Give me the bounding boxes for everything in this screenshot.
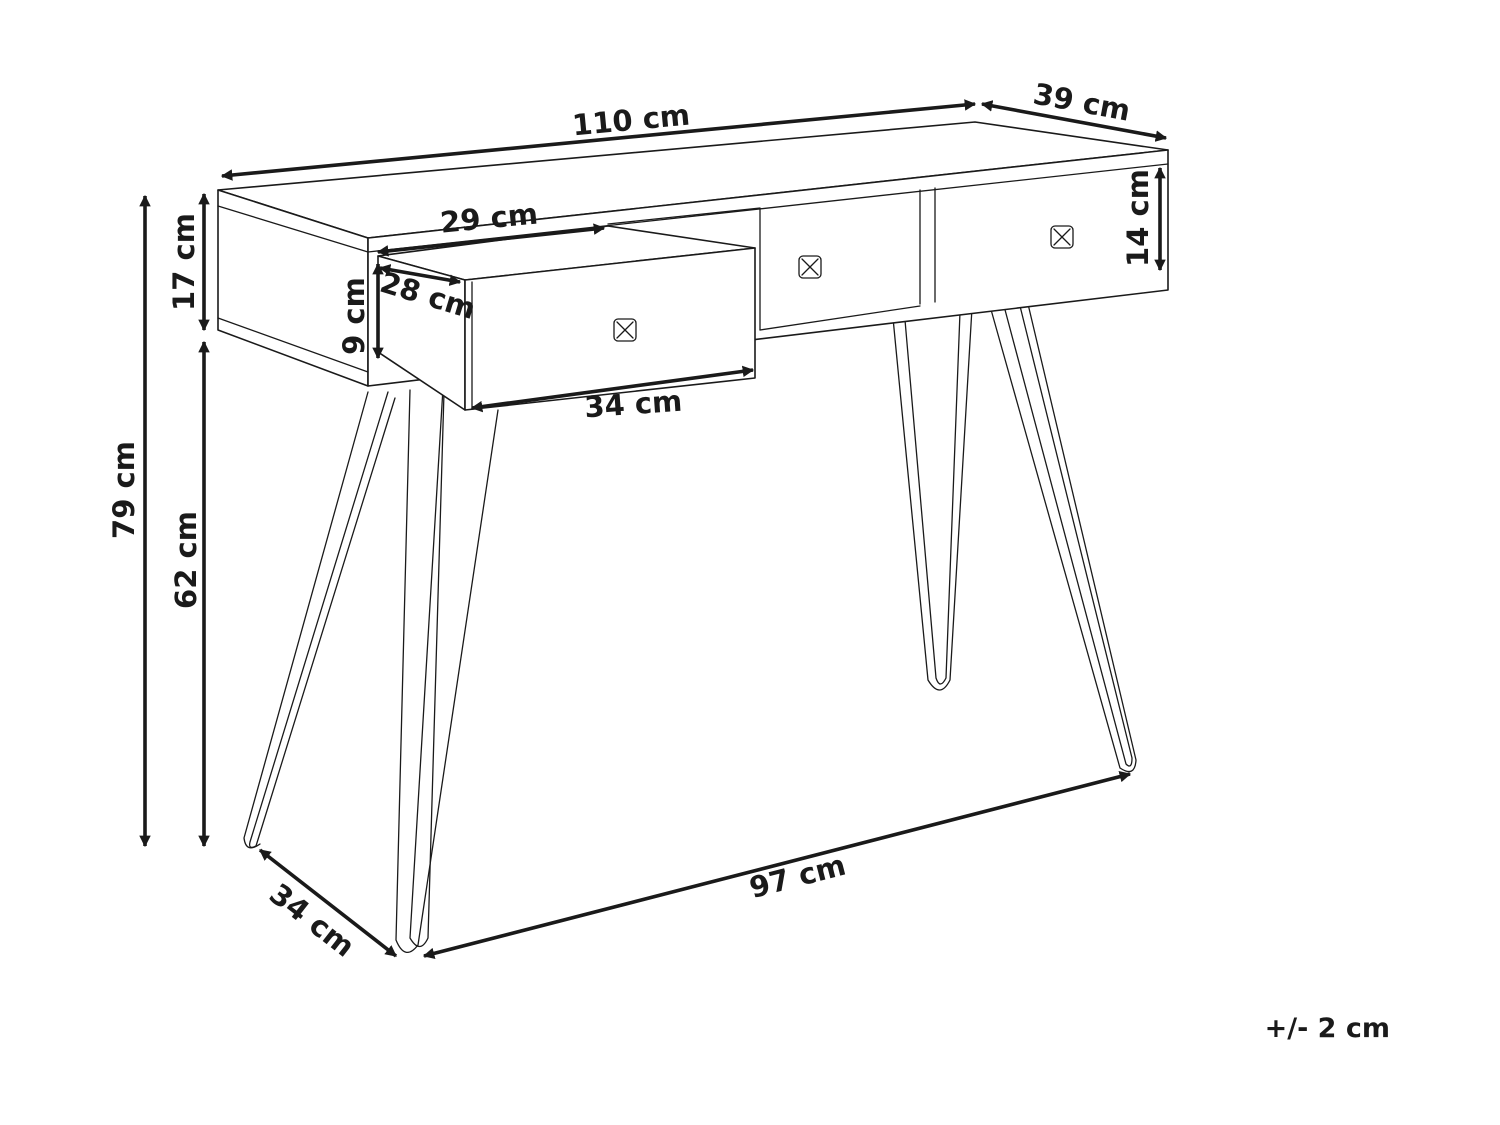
dimension-arrows [139,99,1168,959]
dimension-arrow-icon [220,99,977,181]
open-drawer [377,225,756,411]
drawer-knob-icon [613,318,637,342]
hairpin-legs [243,303,1137,953]
drawer-knob-icon [1050,225,1074,249]
label-depth: 39 cm [1031,77,1133,128]
label-leg-height: 62 cm [169,511,203,609]
leg-front-left [248,391,396,848]
label-drawer-front-height: 14 cm [1121,169,1155,267]
dimension-arrow-icon [422,771,1132,959]
drawer-knob-icon [798,255,822,279]
dimension-arrow-icon [980,100,1168,142]
label-total-height: 79 cm [107,441,141,539]
dimension-arrow-icon [470,365,755,413]
label-top-section-height: 17 cm [167,213,201,311]
leg-back-middle [892,307,973,691]
drawer-knobs [613,225,1074,342]
label-leg-span-width: 97 cm [746,848,849,905]
label-drawer-front-width: 34 cm [583,384,683,425]
dimension-arrow-icon [378,264,462,286]
label-open-drawer-height: 9 cm [337,277,371,355]
dimension-arrow-icon [376,223,606,257]
tolerance-note: +/- 2 cm [1265,1013,1390,1044]
leg-back-right [989,303,1137,773]
label-total-width: 110 cm [571,98,692,143]
leg-front-center [395,389,499,953]
dimension-arrow-icon [258,848,398,958]
